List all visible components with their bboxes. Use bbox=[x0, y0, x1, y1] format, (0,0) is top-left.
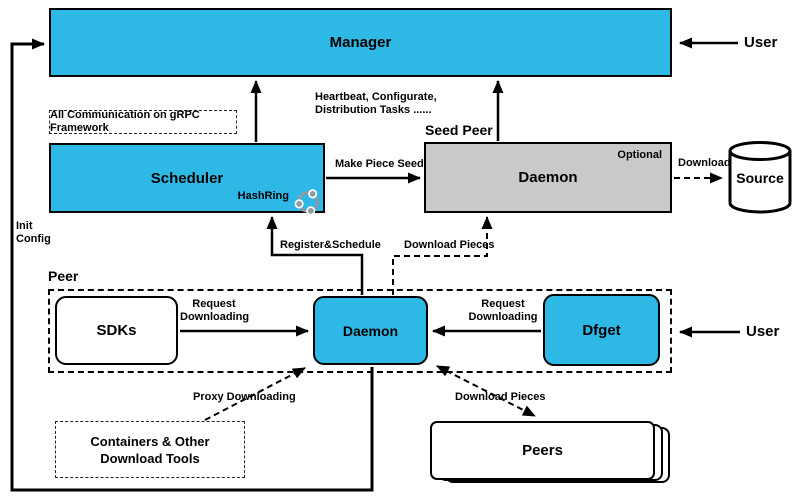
source-cylinder bbox=[728, 141, 792, 214]
optional-label: Optional bbox=[617, 149, 662, 161]
edge-download-pieces-top bbox=[392, 216, 493, 295]
request-downloading-left-line2: Downloading bbox=[180, 311, 250, 323]
request-downloading-right-label: Request Downloading bbox=[466, 298, 540, 324]
make-piece-seed-label: Make Piece Seed bbox=[335, 158, 424, 170]
request-downloading-left-line1: Request bbox=[192, 298, 236, 310]
user-bottom-label: User bbox=[746, 323, 780, 340]
containers-label-line1: Containers & Other bbox=[90, 433, 210, 449]
register-schedule-label: Register&Schedule bbox=[280, 239, 381, 251]
user-top-label: User bbox=[744, 34, 778, 51]
init-config-line1: Init bbox=[16, 220, 33, 232]
peers-label: Peers bbox=[522, 442, 563, 459]
edge-register-schedule bbox=[266, 216, 364, 295]
scheduler-box: Scheduler HashRing bbox=[49, 143, 325, 216]
seed-daemon-box: Daemon Optional bbox=[424, 142, 672, 213]
hashring-label: HashRing bbox=[237, 190, 289, 202]
seed-peer-group-label: Seed Peer bbox=[425, 122, 493, 138]
sdks-label: SDKs bbox=[96, 322, 137, 339]
source-label: Source bbox=[736, 170, 784, 186]
peer-daemon-box: Daemon bbox=[313, 296, 428, 365]
seed-daemon-label: Daemon bbox=[518, 169, 578, 186]
peer-group-label: Peer bbox=[48, 268, 79, 284]
download-pieces-top-label: Download Pieces bbox=[404, 239, 495, 251]
heartbeat-note-line1: Heartbeat, Configurate, bbox=[315, 91, 437, 103]
download-label: Download bbox=[678, 157, 731, 169]
peer-daemon-label: Daemon bbox=[342, 322, 399, 339]
heartbeat-note: Heartbeat, Configurate, Distribution Tas… bbox=[315, 91, 437, 117]
manager-label: Manager bbox=[329, 34, 392, 51]
request-downloading-left-label: Request Downloading bbox=[180, 298, 250, 324]
init-config-line2: Config bbox=[16, 233, 51, 245]
proxy-downloading-label: Proxy Downloading bbox=[193, 391, 296, 403]
grpc-note-label: All Communication on gRPC Framework bbox=[50, 109, 200, 134]
download-pieces-bottom-label: Download Pieces bbox=[455, 391, 546, 403]
containers-box: Containers & Other Download Tools bbox=[55, 421, 245, 478]
init-config-label: Init Config bbox=[16, 220, 51, 246]
dfget-label: Dfget bbox=[582, 321, 621, 339]
dfget-box: Dfget bbox=[543, 294, 660, 366]
scheduler-label: Scheduler bbox=[150, 169, 224, 187]
request-downloading-right-line1: Request bbox=[481, 298, 525, 310]
request-downloading-right-line2: Downloading bbox=[468, 311, 538, 323]
heartbeat-note-line2: Distribution Tasks ...... bbox=[315, 104, 432, 116]
peers-box: Peers bbox=[430, 421, 655, 480]
manager-box: Manager bbox=[49, 8, 672, 77]
containers-label-line2: Download Tools bbox=[100, 450, 200, 466]
hashring-icon bbox=[294, 189, 319, 216]
sdks-box: SDKs bbox=[55, 296, 178, 365]
grpc-note-box: All Communication on gRPC Framework bbox=[49, 109, 237, 134]
